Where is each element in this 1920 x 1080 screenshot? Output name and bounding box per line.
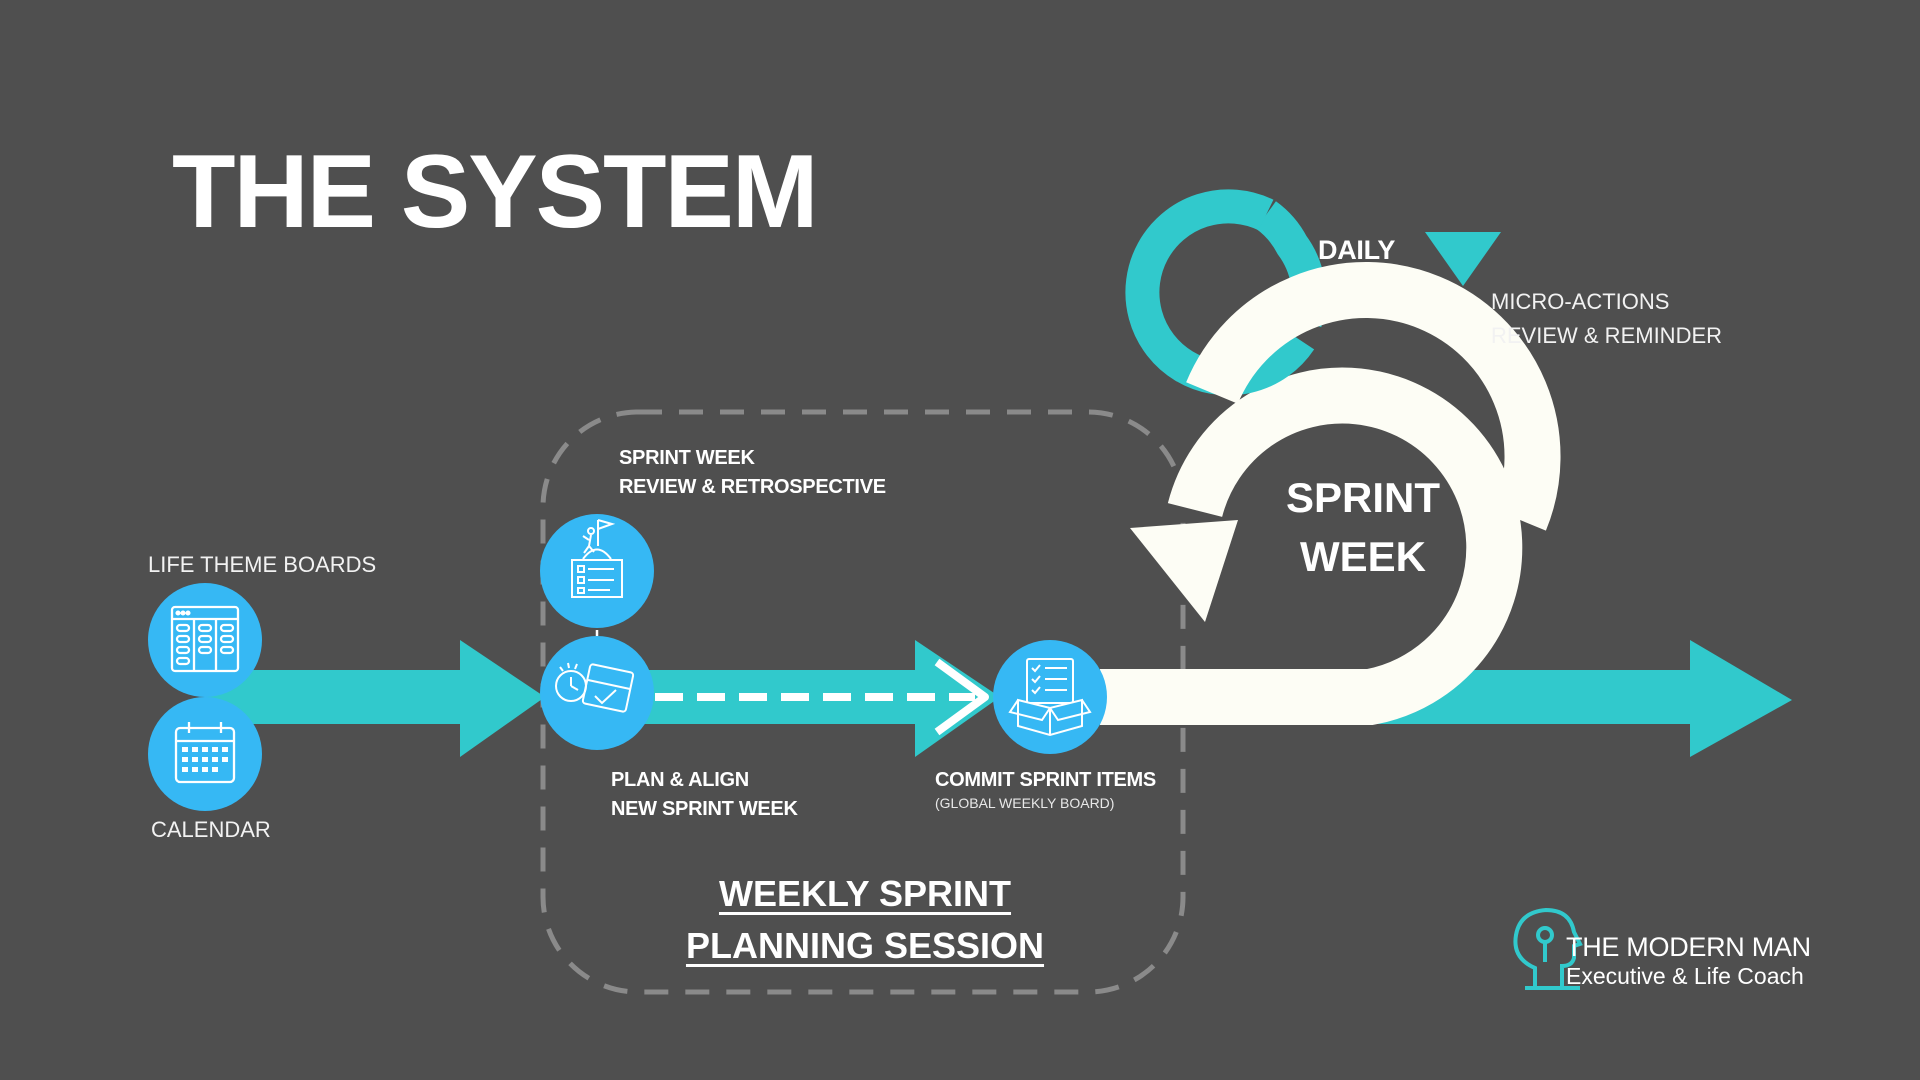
commit-node	[993, 640, 1107, 754]
daily-note: MICRO-ACTIONS REVIEW & REMINDER	[1491, 285, 1722, 353]
plan-align-line1: PLAN & ALIGN	[611, 769, 749, 791]
retrospective-line1: SPRINT WEEK	[619, 447, 755, 469]
planning-session-line2: PLANNING SESSION	[685, 925, 1045, 966]
calendar-clock-icon	[555, 662, 635, 713]
brand-block: THE MODERN MAN Executive & Life Coach	[1566, 932, 1811, 990]
life-theme-boards-label: LIFE THEME BOARDS	[148, 552, 377, 577]
checklist-box-icon	[1008, 658, 1092, 737]
sprint-week-line1: SPRINT	[1285, 474, 1440, 521]
daily-note-line1: MICRO-ACTIONS	[1491, 289, 1670, 314]
brand-name: THE MODERN MAN	[1566, 932, 1811, 962]
sprint-week-label: SPRINT WEEK	[1228, 468, 1498, 586]
life-theme-boards-node	[148, 583, 262, 697]
calendar-node	[148, 697, 262, 811]
daily-note-line2: REVIEW & REMINDER	[1491, 323, 1723, 348]
input-arrow	[205, 640, 545, 757]
planning-session-label: WEEKLY SPRINT PLANNING SESSION	[665, 868, 1065, 972]
sprint-week-loop	[1100, 367, 1523, 725]
commit-line1: COMMIT SPRINT ITEMS	[935, 769, 1156, 791]
commit-dashed-arrow	[655, 658, 989, 736]
page-title: THE SYSTEM	[172, 134, 819, 250]
daily-loop	[1125, 189, 1561, 531]
calendar-icon	[174, 722, 236, 784]
retrospective-node	[540, 514, 654, 628]
retrospective-line2: REVIEW & RETROSPECTIVE	[619, 476, 886, 498]
plan-align-label: PLAN & ALIGN NEW SPRINT WEEK	[611, 766, 798, 824]
plan-align-line2: NEW SPRINT WEEK	[611, 798, 798, 820]
brand-tagline: Executive & Life Coach	[1566, 963, 1804, 989]
flag-climber-checklist-icon	[571, 519, 623, 598]
commit-label: COMMIT SPRINT ITEMS (GLOBAL WEEKLY BOARD…	[935, 766, 1156, 811]
retrospective-label: SPRINT WEEK REVIEW & RETROSPECTIVE	[619, 444, 886, 502]
head-keyhole-logo-icon	[1513, 907, 1583, 990]
calendar-label: CALENDAR	[151, 817, 271, 842]
daily-label: DAILY	[1318, 235, 1396, 265]
board-grid-icon	[170, 605, 240, 673]
commit-note: (GLOBAL WEEKLY BOARD)	[935, 795, 1115, 811]
sprint-week-line2: WEEK	[1300, 533, 1426, 580]
planning-session-line1: WEEKLY SPRINT	[718, 873, 1012, 914]
plan-align-node	[540, 636, 654, 750]
